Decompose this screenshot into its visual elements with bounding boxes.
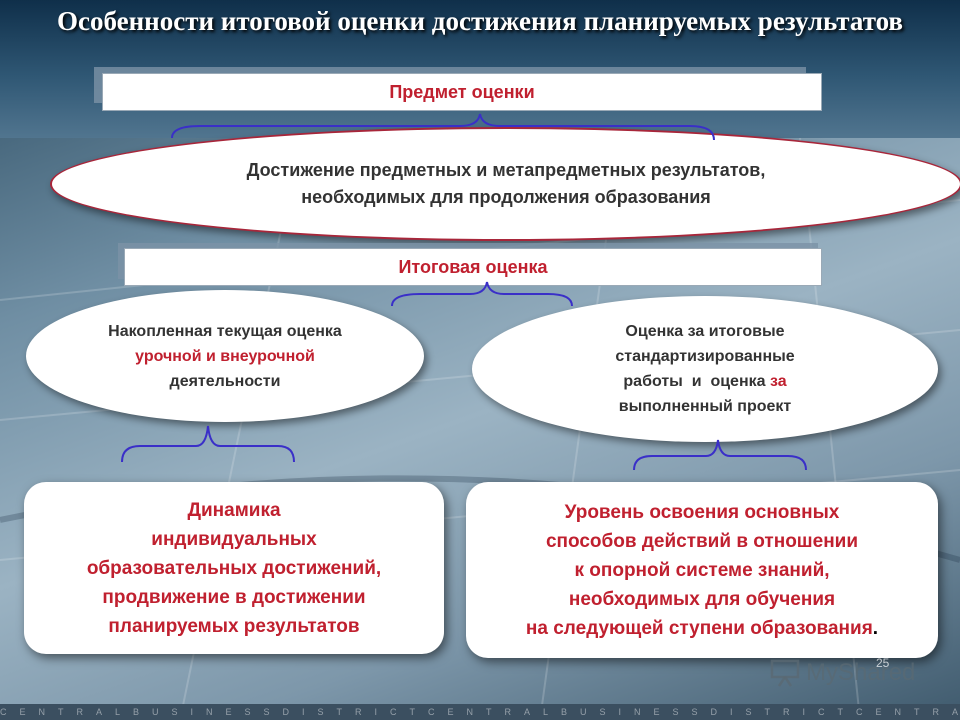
- mastery-line-1: Уровень освоения основных: [564, 501, 840, 523]
- subject-banner: Предмет оценки: [102, 73, 822, 111]
- achievement-line-2: необходимых для продолжения образования: [301, 187, 711, 207]
- final-works-line-3-red: за: [769, 373, 787, 390]
- dynamics-box: Динамика индивидуальных образовательных …: [24, 482, 444, 654]
- achievement-ellipse: Достижение предметных и метапредметных р…: [50, 127, 960, 241]
- mastery-line-2: способов действий в отношении: [545, 530, 859, 552]
- mastery-line-4: необходимых для обучения: [568, 588, 836, 610]
- slide-number: 25: [876, 656, 890, 670]
- final-works-ellipse: Оценка за итоговые стандартизированные р…: [472, 296, 938, 442]
- watermark-text: MyShared: [806, 659, 916, 686]
- final-works-line-3-text: работы и оценка: [623, 373, 770, 390]
- accumulated-line-2: урочной и внеурочной: [135, 347, 315, 365]
- final-works-line-1: Оценка за итоговые: [625, 323, 785, 340]
- final-works-line-2: стандартизированные: [615, 348, 795, 365]
- dynamics-line-2: индивидуальных: [151, 528, 317, 550]
- mastery-line-5: на следующей ступени образования.: [466, 614, 938, 643]
- mastery-level-box: Уровень освоения основных способов дейст…: [466, 482, 938, 658]
- mastery-line-5-text: на следующей ступени образования: [525, 617, 873, 639]
- dynamics-line-3: образовательных достижений,: [86, 557, 382, 579]
- presentation-icon: [770, 659, 800, 687]
- watermark: MyShared: [770, 656, 940, 690]
- final-works-line-4: выполненный проект: [618, 398, 792, 415]
- dynamics-line-1: Динамика: [187, 499, 281, 521]
- mastery-line-3: к опорной системе знаний,: [574, 559, 830, 581]
- achievement-line-1: Достижение предметных и метапредметных р…: [246, 160, 766, 180]
- accumulated-line-3: деятельности: [169, 372, 281, 390]
- final-assessment-banner: Итоговая оценка: [124, 248, 822, 286]
- footer-strip: CENTRALBUSINESSDISTRICTCENTRALBUSINESSDI…: [0, 704, 960, 720]
- slide-title: Особенности итоговой оценки достижения п…: [56, 6, 904, 36]
- final-works-line-3: работы и оценка за: [623, 369, 786, 394]
- mastery-line-5-punct: .: [872, 617, 879, 639]
- accumulated-assessment-ellipse: Накопленная текущая оценка урочной и вне…: [26, 290, 424, 422]
- dynamics-line-5: планируемых результатов: [108, 615, 360, 637]
- accumulated-line-1: Накопленная текущая оценка: [108, 322, 342, 340]
- dynamics-line-4: продвижение в достижении: [102, 586, 366, 608]
